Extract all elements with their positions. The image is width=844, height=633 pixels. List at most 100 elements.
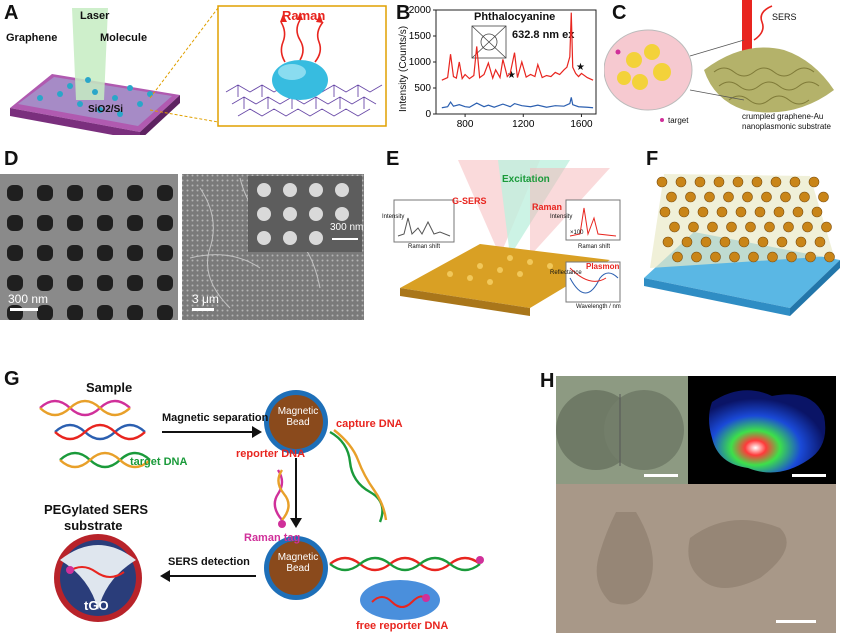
gold-nanoparticle xyxy=(707,221,718,233)
gold-nanoparticle xyxy=(716,206,728,218)
scale-text-inset: 300 nm xyxy=(330,222,364,233)
raman-shift-right: Raman shift xyxy=(578,244,611,250)
y-tick-label: 0 xyxy=(425,109,431,120)
panel-d-graphic xyxy=(0,174,364,320)
sample-label: Sample xyxy=(86,380,133,395)
gold-nanoparticle xyxy=(700,236,712,248)
gold-nanoparticle xyxy=(726,221,737,233)
panel-label-d: D xyxy=(4,148,19,170)
panel-g: G xyxy=(0,360,520,633)
spectrum-line-1 xyxy=(441,12,594,81)
panel-label-g: G xyxy=(4,368,20,390)
capture-dna-label: capture DNA xyxy=(336,418,403,430)
gold-nanoparticle xyxy=(795,236,807,248)
gold-nanoparticle xyxy=(821,221,832,233)
y-tick-label: 1500 xyxy=(409,31,432,42)
raman-shift-left: Raman shift xyxy=(408,244,441,250)
gold-nanoparticle xyxy=(688,221,699,233)
x100-label: ×100 xyxy=(570,230,584,236)
spectrum-line-2 xyxy=(441,97,594,109)
intensity-label-left: Intensity xyxy=(382,214,405,220)
panel-label-b: B xyxy=(396,2,411,24)
gsers-label: G-SERS xyxy=(452,196,487,206)
gold-nanoparticle xyxy=(735,206,747,218)
y-tick-label: 2000 xyxy=(409,5,432,16)
y-tick-label: 500 xyxy=(414,83,431,94)
gold-nanoparticle xyxy=(678,206,690,218)
panel-label-c: C xyxy=(612,2,627,24)
gold-nanoparticle xyxy=(719,236,731,248)
raman-spectrum-chart: Intensity (Counts/s) Phthalocyanine 632.… xyxy=(398,5,597,130)
pegylated-label-1: PEGylated SERS xyxy=(44,502,149,517)
sers-detection-label: SERS detection xyxy=(168,556,250,568)
raman-label-a: Raman xyxy=(282,8,326,23)
panel-c: C SERS target crumpled graphene-Au nanop… xyxy=(604,0,844,135)
gold-nanoparticle xyxy=(672,251,683,263)
panel-e: E Excitation G-SERS Raman Intensity Rama… xyxy=(380,148,632,320)
panel-e-graphic xyxy=(393,160,621,316)
panel-a-graphic xyxy=(10,5,387,135)
scale-text-left: 300 nm xyxy=(8,292,49,306)
tgo-label: tGO xyxy=(84,598,109,613)
gold-nanoparticle xyxy=(799,191,810,203)
gold-nanoparticle xyxy=(792,206,804,218)
panel-g-graphic xyxy=(39,390,484,622)
peak-star-2: ★ xyxy=(576,62,585,73)
gold-nanoparticle xyxy=(691,251,702,263)
sers-label: SERS xyxy=(772,12,797,22)
reporter-dna-label: reporter DNA xyxy=(236,448,306,460)
target-dna-label: target DNA xyxy=(130,456,188,468)
gold-nanoparticle xyxy=(780,191,791,203)
panel-label-a: A xyxy=(4,2,19,24)
laser-label: Laser xyxy=(80,10,110,22)
gold-nanoparticle xyxy=(783,221,794,233)
gold-nanoparticle xyxy=(723,191,734,203)
gold-nanoparticle xyxy=(789,176,801,188)
panel-label-e: E xyxy=(386,148,400,170)
gold-nanoparticle xyxy=(770,176,782,188)
gold-nanoparticle xyxy=(732,176,744,188)
gold-nanoparticle xyxy=(656,176,668,188)
intensity-label-right: Intensity xyxy=(550,214,573,220)
pegylated-label-2: substrate xyxy=(64,518,123,533)
gold-nanoparticle xyxy=(786,251,797,263)
gold-nanoparticle xyxy=(814,236,826,248)
gold-nanoparticle xyxy=(748,251,759,263)
gold-nanoparticle xyxy=(761,191,772,203)
gold-nanoparticle xyxy=(745,221,756,233)
gold-nanoparticle xyxy=(818,191,829,203)
gold-nanoparticle xyxy=(729,251,740,263)
gold-nanoparticle xyxy=(811,206,823,218)
scale-bar-inset xyxy=(332,238,358,240)
panel-h-graphic xyxy=(556,376,836,633)
panel-f-graphic xyxy=(644,174,840,316)
gold-nanoparticle xyxy=(704,191,715,203)
reflectance-label: Reflectance xyxy=(550,270,582,276)
scale-bar-left xyxy=(10,308,38,311)
magnetic-separation-label: Magnetic separation xyxy=(162,412,269,424)
excitation-label: 632.8 nm ex xyxy=(512,29,575,41)
gold-nanoparticle xyxy=(764,221,775,233)
gold-nanoparticle xyxy=(681,236,693,248)
gold-nanoparticle xyxy=(666,191,677,203)
gold-nanoparticle xyxy=(685,191,696,203)
panel-label-h: H xyxy=(540,370,555,392)
gold-nanoparticle xyxy=(757,236,769,248)
gold-nanoparticle xyxy=(669,221,680,233)
peak-star-1: ★ xyxy=(507,70,516,81)
bead-2-label: Magnetic Bead xyxy=(277,552,319,574)
gold-nanoparticle xyxy=(773,206,785,218)
graphene-label: Graphene xyxy=(6,32,58,44)
gold-nanoparticle xyxy=(694,176,706,188)
sem-image-left xyxy=(0,174,178,320)
x-tick-label: 800 xyxy=(457,119,474,130)
y-tick-label: 1000 xyxy=(409,57,432,68)
gold-nanoparticle xyxy=(754,206,766,218)
crumpled-label-1: crumpled graphene-Au xyxy=(742,112,824,121)
substrate-label: SiO2/Si xyxy=(88,104,124,115)
gold-nanoparticle xyxy=(738,236,750,248)
gold-nanoparticle xyxy=(662,236,674,248)
target-label: target xyxy=(668,116,689,125)
gold-nanoparticle xyxy=(805,251,816,263)
scale-text-right: 3 μm xyxy=(192,292,219,306)
